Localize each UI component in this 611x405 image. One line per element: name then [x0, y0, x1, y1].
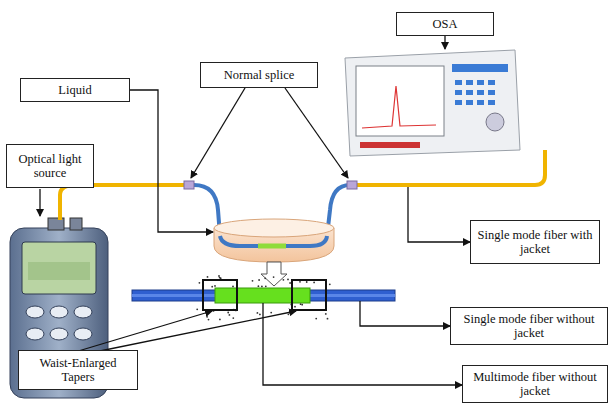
label-box: Waist-Enlarged Tapers: [18, 350, 138, 390]
box-label: Single mode fiber without jacket: [456, 312, 602, 341]
jacket-fiber: [356, 150, 545, 185]
label-box: Single mode fiber without jacket: [450, 307, 608, 345]
liquid-bath: [214, 219, 334, 262]
box-label: Liquid: [58, 83, 91, 97]
label-box: Normal splice: [200, 62, 318, 88]
box-label: Waist-Enlarged Tapers: [24, 356, 132, 385]
label-box: Single mode fiber with jacket: [470, 220, 600, 264]
label-box: Liquid: [20, 78, 130, 102]
box-label: Single mode fiber with jacket: [476, 228, 594, 257]
box-label: Optical light source: [12, 152, 88, 181]
splice-point: [184, 181, 194, 189]
box-label: Multimode fiber without jacket: [468, 370, 602, 399]
osa-instrument: [345, 50, 520, 156]
jacket-fiber: [60, 185, 186, 220]
box-label: Normal splice: [224, 68, 294, 82]
zoom-arrow: [261, 262, 287, 286]
splice-point: [347, 181, 357, 189]
label-box: Multimode fiber without jacket: [462, 365, 608, 403]
label-box: Optical light source: [6, 144, 94, 188]
box-label: OSA: [432, 17, 457, 31]
label-box: OSA: [396, 12, 494, 36]
